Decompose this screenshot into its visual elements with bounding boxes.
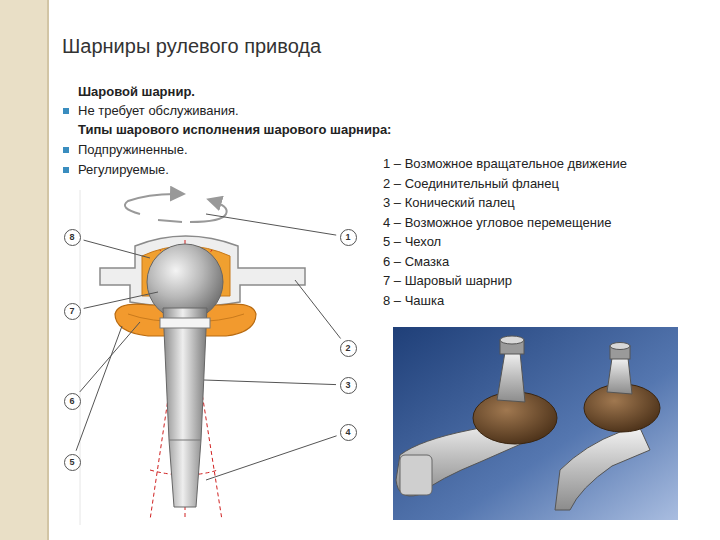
- legend-line: 6 – Смазка: [383, 254, 449, 270]
- bullet-text: Подпружиненные.: [78, 142, 188, 158]
- callout-number: 3: [340, 377, 357, 394]
- leader-line: [204, 380, 336, 385]
- legend-line: 1 – Возможное вращательное движение: [383, 156, 627, 172]
- tapered-pin: [163, 308, 207, 507]
- slide-title: Шарниры рулевого привода: [62, 34, 321, 58]
- callout-number: 5: [64, 454, 81, 471]
- callout-number: 8: [64, 229, 81, 246]
- rotation-arrow: [190, 200, 227, 222]
- photo: [393, 327, 678, 520]
- pin-step: [169, 440, 201, 441]
- side-strip-edge: [47, 0, 49, 540]
- bullet-text: Регулируемые.: [78, 162, 169, 178]
- tie-rod-end-left: [396, 336, 557, 496]
- legend-line: 3 – Конический палец: [383, 195, 515, 211]
- side-strip: [0, 0, 47, 540]
- pin-collar: [160, 318, 210, 328]
- legend-line: 2 – Соединительный фланец: [383, 176, 559, 192]
- legend-line: 7 – Шаровый шарнир: [383, 273, 512, 289]
- leader-line: [84, 240, 150, 258]
- callout-number: 1: [340, 229, 357, 246]
- rotation-arrow: [158, 220, 182, 222]
- leader-line: [76, 326, 122, 451]
- leader-line: [80, 322, 140, 392]
- leader-line: [206, 214, 336, 235]
- rotation-arrow: [125, 194, 182, 214]
- legend-line: 8 – Чашка: [383, 293, 444, 309]
- leader-line: [84, 292, 158, 308]
- bullet-marker: [63, 147, 69, 153]
- callout-number: 2: [340, 340, 357, 357]
- callout-number: 6: [64, 393, 81, 410]
- tie-rod-end-right: [555, 343, 660, 511]
- bullet-marker: [63, 167, 69, 173]
- subheading: Шаровой шарнир.: [78, 84, 195, 100]
- bullet-marker: [63, 108, 69, 114]
- legend-line: 5 – Чехол: [383, 234, 441, 250]
- callout-number: 4: [340, 424, 357, 441]
- leader-line: [206, 436, 337, 480]
- subheading: Типы шарового исполнения шарового шарнир…: [78, 122, 391, 138]
- legend-line: 4 – Возможное угловое перемещение: [383, 215, 611, 231]
- leader-line: [295, 280, 341, 339]
- bullet-text: Не требует обслуживания.: [78, 103, 239, 119]
- callout-number: 7: [64, 303, 81, 320]
